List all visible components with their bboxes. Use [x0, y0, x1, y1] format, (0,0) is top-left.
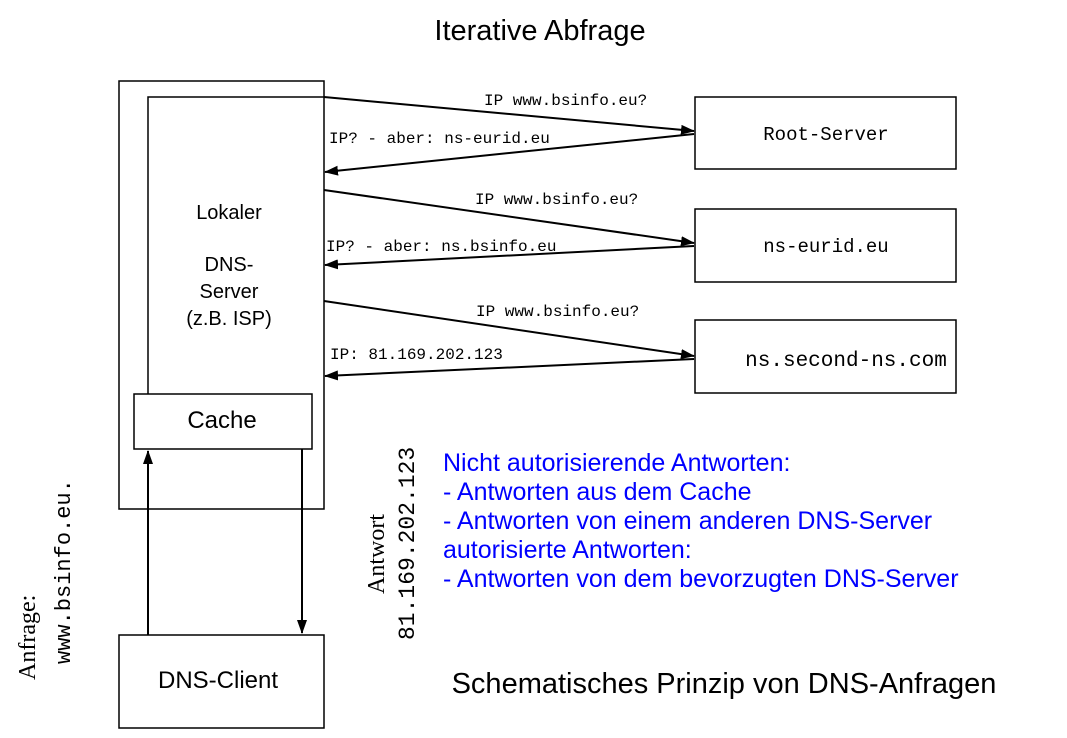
request-label-word: Anfrage:	[15, 595, 41, 680]
query-label-eurid: IP www.bsinfo.eu?	[475, 191, 638, 209]
local-server-label-line3: Server	[200, 281, 259, 303]
cache-label: Cache	[187, 407, 256, 434]
notes-block: Nicht autorisierende Antworten: - Antwor…	[443, 449, 959, 593]
query-label-root: IP www.bsinfo.eu?	[484, 92, 647, 110]
reply-arrow-second	[324, 358, 695, 381]
local-server-inner-line	[147, 96, 324, 394]
root-server-label: Root-Server	[763, 124, 888, 146]
local-server-label-line1: Lokaler	[196, 202, 262, 224]
reply-label-root: IP? - aber: ns-eurid.eu	[329, 130, 550, 148]
notes-line: autorisierte Antworten:	[443, 536, 692, 564]
query-arrow-second	[323, 300, 695, 360]
local-server-label-line2: DNS-	[205, 254, 254, 276]
dns-client-label: DNS-Client	[158, 667, 278, 694]
ns-second-box	[694, 319, 957, 394]
response-label-word: Antwort	[364, 514, 390, 594]
local-dns-server-box	[118, 80, 325, 510]
local-server-label-line4: (z.B. ISP)	[186, 308, 272, 330]
query-arrow-eurid	[323, 189, 695, 247]
ns-eurid-label: ns-eurid.eu	[763, 236, 888, 258]
response-label-value: 81.169.202.123	[395, 447, 421, 640]
reply-label-eurid: IP? - aber: ns.bsinfo.eu	[326, 238, 556, 256]
ns-second-label: ns.second-ns.com	[745, 350, 947, 373]
root-server-box	[694, 96, 957, 170]
notes-line: - Antworten von einem anderen DNS-Server	[443, 507, 932, 535]
reply-label-second: IP: 81.169.202.123	[330, 346, 503, 364]
notes-line: - Antworten von dem bevorzugten DNS-Serv…	[443, 565, 959, 593]
reply-arrow-root	[324, 133, 695, 176]
diagram-title: Iterative Abfrage	[434, 15, 645, 47]
dns-client-box	[118, 634, 325, 729]
cache-box	[133, 393, 313, 450]
notes-line: - Antworten aus dem Cache	[443, 478, 752, 506]
notes-line: Nicht autorisierende Antworten:	[443, 449, 790, 477]
query-label-second: IP www.bsinfo.eu?	[476, 303, 639, 321]
diagram-caption: Schematisches Prinzip von DNS-Anfragen	[452, 668, 997, 700]
request-label-value: www.bsinfo.eu.	[52, 479, 77, 664]
reply-arrow-eurid	[324, 245, 695, 270]
ns-eurid-box	[694, 208, 957, 283]
query-arrow-root	[323, 96, 695, 135]
